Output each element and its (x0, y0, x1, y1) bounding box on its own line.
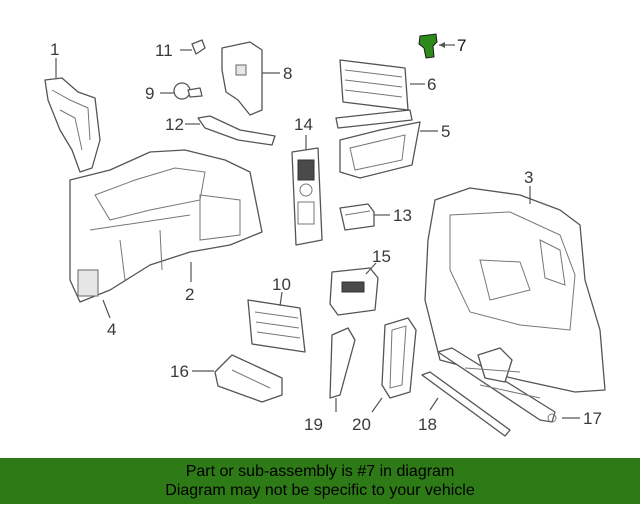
part-13-bracket (339, 203, 375, 231)
part-10-grille (247, 299, 306, 353)
part-11-cap (191, 39, 206, 55)
part-1-pillar-trim (44, 77, 101, 173)
callout-4: 4 (107, 320, 116, 339)
part-15-outlet-housing (329, 267, 379, 316)
part-9-fastener (173, 82, 203, 100)
banner-line-1: Part or sub-assembly is #7 in diagram (185, 463, 455, 480)
callout-1: 1 (50, 40, 59, 59)
callout-6: 6 (427, 75, 436, 94)
part-20-storage-bin (381, 317, 417, 399)
callout-10: 10 (272, 275, 291, 294)
callout-16: 16 (170, 362, 189, 381)
callout-2: 2 (185, 285, 194, 304)
callout-8: 8 (283, 64, 292, 83)
part-7-clip-highlighted (418, 33, 438, 59)
part-16-tray (214, 354, 283, 403)
callout-19: 19 (304, 415, 323, 434)
callout-17: 17 (583, 409, 602, 428)
callout-14: 14 (294, 115, 313, 134)
callout-9: 9 (145, 84, 154, 103)
callout-7: 7 (457, 36, 466, 55)
part-3-right-quarter-panel (424, 187, 606, 393)
part-17-jack (437, 347, 557, 423)
banner-line-2: Diagram may not be specific to your vehi… (165, 482, 475, 499)
callout-20: 20 (352, 415, 371, 434)
callout-11: 11 (155, 41, 173, 60)
part-18-jack-handle (421, 371, 511, 437)
callout-15: 15 (372, 247, 391, 266)
part-14-switch-bezel (291, 147, 323, 246)
part-6-cargo-cover (335, 59, 413, 129)
parts-diagram: 1 2 4 3 6 5 7 8 (44, 33, 606, 437)
part-19-trim-piece (329, 327, 356, 399)
info-banner: Part or sub-assembly is #7 in diagram Di… (0, 458, 640, 504)
callout-3: 3 (524, 168, 533, 187)
callout-12: 12 (165, 115, 184, 134)
part-8-upper-trim (221, 41, 263, 116)
callout-18: 18 (418, 415, 437, 434)
callout-13: 13 (393, 206, 412, 225)
part-12-trim-strip (197, 115, 276, 146)
part-5-storage-cover (339, 121, 421, 179)
callout-5: 5 (441, 122, 450, 141)
part-2-quarter-trim-panel (69, 149, 263, 303)
